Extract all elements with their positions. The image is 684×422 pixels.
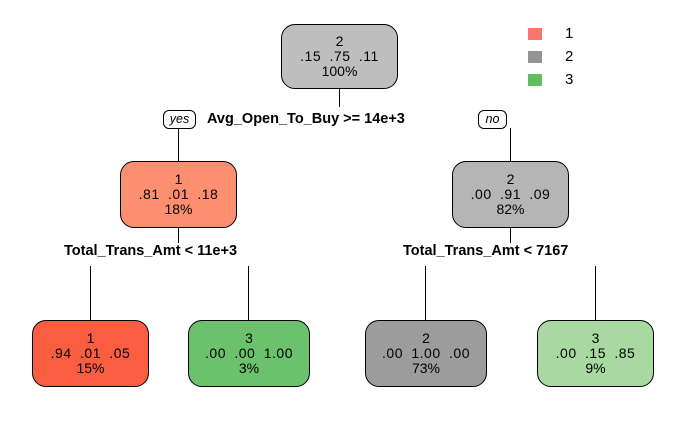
node-prob-1: .00	[555, 344, 577, 361]
node-percentage: 18%	[164, 201, 193, 218]
node-prob-3: .11	[358, 47, 379, 64]
node-probabilities: .81 .01 .18	[137, 185, 221, 202]
node-probabilities: .00 .00 1.00	[203, 344, 295, 361]
tree-node-right[interactable]: 2 .00 .91 .09 82%	[452, 161, 569, 228]
tree-leaf-1[interactable]: 1 .94 .01 .05 15%	[32, 320, 149, 387]
legend-item-3: 3	[528, 68, 573, 91]
edge-root-no	[510, 128, 512, 161]
split-right-text: Total_Trans_Amt < 7167	[403, 243, 569, 259]
node-prob-3: 1.00	[263, 344, 293, 361]
node-percentage: 82%	[496, 201, 525, 218]
tree-leaf-4[interactable]: 3 .00 .15 .85 9%	[537, 320, 654, 387]
edge-root-yes	[178, 128, 180, 161]
node-prob-1: .15	[300, 47, 322, 64]
node-prob-2: .91	[500, 185, 521, 202]
legend-label-class-1: 1	[565, 25, 574, 42]
split-label-left: Total_Trans_Amt < 11e+3	[62, 243, 240, 259]
node-class-label: 1	[86, 329, 95, 346]
edge-left-no	[248, 266, 250, 320]
node-prob-1: .00	[470, 185, 492, 202]
yes-box-root[interactable]: yes	[163, 110, 196, 129]
node-probabilities: .00 .91 .09	[469, 185, 553, 202]
node-probabilities: .00 1.00 .00	[380, 344, 472, 361]
node-prob-2: .75	[329, 47, 351, 64]
edge-root-stem	[339, 89, 341, 107]
node-probabilities: .15 .75 .11	[298, 47, 381, 64]
node-prob-1: .00	[205, 344, 226, 361]
edge-right-stem	[510, 228, 512, 244]
node-class-label: 2	[506, 170, 515, 187]
node-class-label: 3	[591, 329, 600, 346]
edge-right-yes	[425, 266, 427, 320]
yes-label: yes	[169, 112, 190, 126]
edge-right-no	[595, 266, 597, 320]
tree-node-left[interactable]: 1 .81 .01 .18 18%	[120, 161, 237, 228]
node-class-label: 1	[174, 170, 183, 187]
legend-swatch-class-3	[528, 73, 542, 86]
node-prob-2: .01	[80, 344, 101, 361]
node-prob-3: .18	[197, 185, 219, 202]
node-prob-3: .85	[614, 344, 636, 361]
node-percentage: 15%	[76, 360, 105, 377]
split-label-root: Avg_Open_To_Buy >= 14e+3	[205, 111, 407, 127]
node-prob-2: .00	[234, 344, 256, 361]
edge-left-yes	[90, 266, 92, 320]
node-percentage: 73%	[411, 360, 441, 377]
node-prob-1: .00	[382, 344, 403, 361]
node-percentage: 100%	[321, 63, 358, 80]
legend-label-class-2: 2	[565, 48, 574, 65]
legend-label-class-3: 3	[565, 71, 574, 88]
legend-item-2: 2	[528, 45, 573, 68]
node-percentage: 3%	[238, 360, 260, 377]
no-label: no	[485, 112, 500, 126]
node-prob-3: .05	[109, 344, 131, 361]
no-box-root[interactable]: no	[478, 110, 507, 129]
node-class-label: 2	[335, 32, 344, 49]
tree-node-root[interactable]: 2 .15 .75 .11 100%	[281, 24, 398, 89]
node-prob-1: .94	[50, 344, 72, 361]
legend-item-1: 1	[528, 22, 573, 45]
node-prob-2: .15	[585, 344, 606, 361]
node-prob-3: .00	[449, 344, 470, 361]
legend-swatch-class-1	[528, 27, 542, 40]
legend: 1 2 3	[528, 22, 573, 91]
node-prob-2: 1.00	[411, 344, 441, 361]
edge-left-stem	[178, 228, 180, 244]
node-prob-2: .01	[168, 185, 189, 202]
node-prob-1: .81	[138, 185, 160, 202]
legend-swatch-class-2	[528, 50, 542, 63]
node-probabilities: .94 .01 .05	[49, 344, 133, 361]
node-probabilities: .00 .15 .85	[554, 344, 638, 361]
split-label-right: Total_Trans_Amt < 7167	[401, 243, 571, 259]
split-root-text: Avg_Open_To_Buy >= 14e+3	[207, 111, 405, 127]
split-left-text: Total_Trans_Amt < 11e+3	[64, 243, 238, 259]
node-percentage: 9%	[585, 360, 606, 377]
node-class-label: 3	[245, 329, 253, 346]
node-class-label: 2	[422, 329, 430, 346]
node-prob-3: .09	[529, 185, 551, 202]
tree-leaf-2[interactable]: 3 .00 .00 1.00 3%	[188, 320, 310, 387]
tree-leaf-3[interactable]: 2 .00 1.00 .00 73%	[365, 320, 487, 387]
